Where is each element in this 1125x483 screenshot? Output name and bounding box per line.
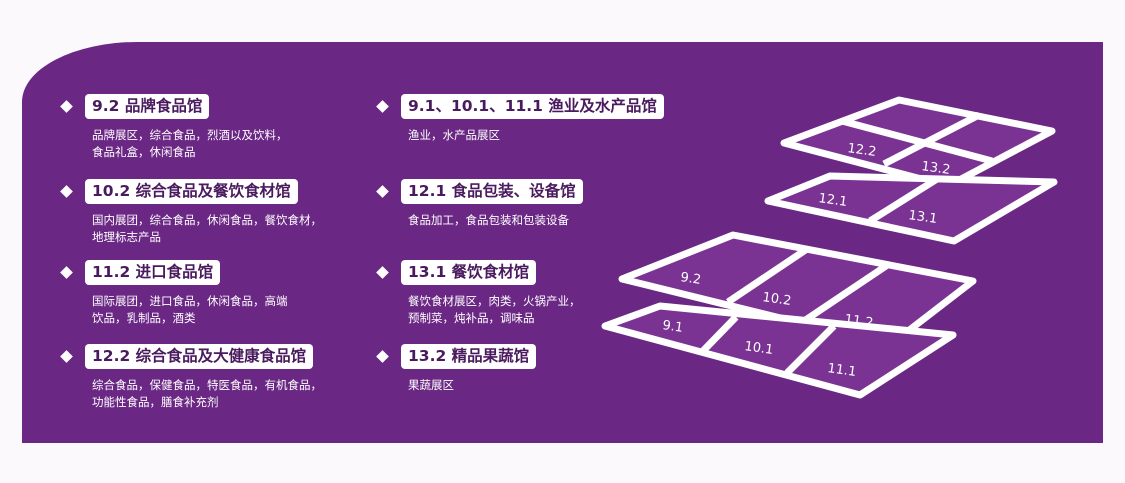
hall-description: 餐饮食材展区，肉类，火锅产业， 预制菜，炖补品，调味品 <box>408 294 581 325</box>
floor-label-12-1: 12.1 <box>817 191 848 210</box>
hall-title: 12.2 综合食品及大健康食品馆 <box>85 343 314 369</box>
floor-tile-9-1-10-1-11-1 <box>601 302 957 399</box>
hall-description: 品牌展区，综合食品，烈酒以及饮料， 食品礼盒，休闲食品 <box>92 128 288 159</box>
tile-divider <box>784 323 837 376</box>
floor-label-13-1: 13.1 <box>907 208 938 227</box>
floor-map: 12.2 13.2 12.1 13.1 9.2 10.2 11.2 9.1 10… <box>601 96 1058 399</box>
hall-9-2: 9.2 品牌食品馆 品牌展区，综合食品，烈酒以及饮料， 食品礼盒，休闲食品 <box>56 93 288 161</box>
hall-description: 渔业，水产品展区 <box>408 128 500 142</box>
hall-title: 9.2 品牌食品馆 <box>85 93 210 119</box>
hall-title: 10.2 综合食品及餐饮食材馆 <box>85 178 298 204</box>
hall-13-2: 13.2 精品果蔬馆 果蔬展区 <box>372 343 537 394</box>
floor-label-9-2: 9.2 <box>679 270 702 288</box>
hall-fishery: 9.1、10.1、11.1 渔业及水产品馆 渔业，水产品展区 <box>372 93 664 144</box>
tile-divider <box>868 176 939 224</box>
hall-title: 12.1 食品包装、设备馆 <box>401 178 583 204</box>
tile-divider <box>802 261 891 324</box>
floor-label-10-2: 10.2 <box>761 290 792 309</box>
floor-label-13-2: 13.2 <box>920 159 951 178</box>
tile-divider <box>699 314 739 355</box>
hall-title: 11.2 进口食品馆 <box>85 259 221 285</box>
floor-plan-panel: 9.2 品牌食品馆 品牌展区，综合食品，烈酒以及饮料， 食品礼盒，休闲食品 10… <box>22 42 1103 443</box>
tile-divider <box>841 117 993 165</box>
hall-12-1: 12.1 食品包装、设备馆 食品加工，食品包装和包装设备 <box>372 178 583 229</box>
hall-title: 13.2 精品果蔬馆 <box>401 343 537 369</box>
floor-label-11-2: 11.2 <box>843 312 874 331</box>
floor-label-10-1: 10.1 <box>743 339 774 358</box>
floor-label-9-1: 9.1 <box>661 318 684 336</box>
hall-description: 食品加工，食品包装和包装设备 <box>408 213 569 227</box>
tile-divider <box>726 246 809 305</box>
hall-13-1: 13.1 餐饮食材馆 餐饮食材展区，肉类，火锅产业， 预制菜，炖补品，调味品 <box>372 259 581 327</box>
hall-11-2: 11.2 进口食品馆 国际展团，进口食品，休闲食品，高端 饮品，乳制品，酒类 <box>56 259 288 327</box>
hall-description: 国内展团，综合食品，休闲食品，餐饮食材， 地理标志产品 <box>92 213 322 244</box>
hall-title: 13.1 餐饮食材馆 <box>401 259 537 285</box>
hall-12-2: 12.2 综合食品及大健康食品馆 综合食品，保健食品，特医食品，有机食品， 功能… <box>56 343 322 411</box>
hall-10-2: 10.2 综合食品及餐饮食材馆 国内展团，综合食品，休闲食品，餐饮食材， 地理标… <box>56 178 322 246</box>
floor-label-11-1: 11.1 <box>826 361 857 380</box>
floor-label-12-2: 12.2 <box>846 141 877 160</box>
hall-description: 果蔬展区 <box>408 378 454 392</box>
hall-title: 9.1、10.1、11.1 渔业及水产品馆 <box>401 93 664 119</box>
hall-description: 国际展团，进口食品，休闲食品，高端 饮品，乳制品，酒类 <box>92 294 288 325</box>
hall-description: 综合食品，保健食品，特医食品，有机食品， 功能性食品，膳食补充剂 <box>92 378 322 409</box>
tile-divider <box>882 111 981 168</box>
floor-tile-12-1-13-1 <box>764 172 1058 245</box>
